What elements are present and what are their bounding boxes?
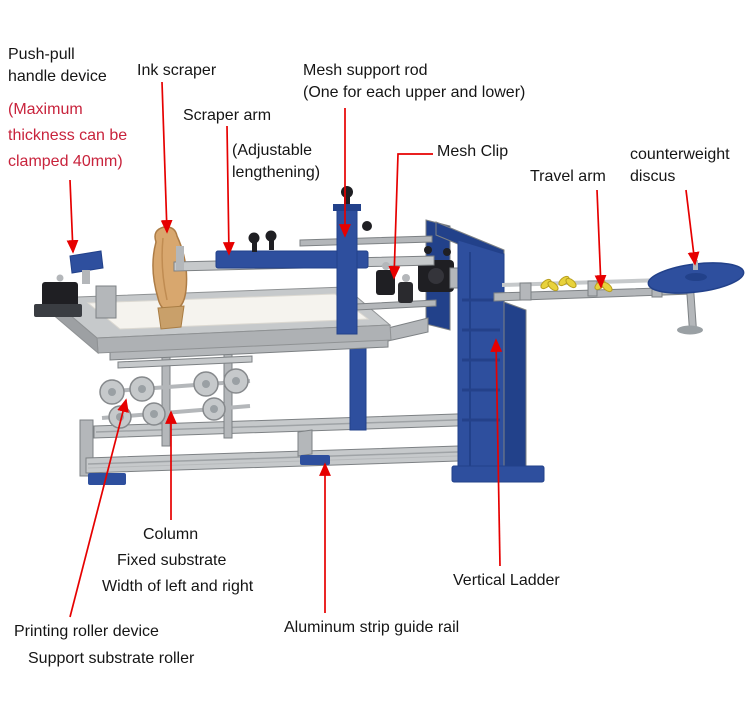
- part-center-support-column: [349, 345, 367, 431]
- label-vertical-ladder: Vertical Ladder: [453, 572, 560, 589]
- leader-printing-roller-device: [69, 398, 129, 618]
- label-mesh-support-rod-title: Mesh support rod: [303, 62, 428, 79]
- label-width-left-right: Width of left and right: [102, 578, 254, 595]
- leader-travel-arm: [594, 189, 607, 289]
- label-mesh-support-rod: Mesh support rod (One for each upper and…: [303, 60, 525, 104]
- part-mesh-support-rod: [299, 186, 437, 335]
- label-aluminum-strip-guide-rail: Aluminum strip guide rail: [284, 619, 460, 636]
- part-push-pull-handle-device: [34, 250, 117, 319]
- leader-mesh-clip: [388, 153, 433, 280]
- label-scraper-arm-note: (Adjustable lengthening): [232, 142, 321, 182]
- label-column: Column: [143, 526, 199, 543]
- leader-scraper-arm: [222, 125, 235, 256]
- label-ink-scraper: Ink scraper: [137, 62, 217, 79]
- label-printing-roller-device: Printing roller device: [14, 623, 159, 640]
- label-mesh-support-rod-note: (One for each upper and lower): [303, 84, 526, 102]
- leader-ink-scraper: [160, 81, 173, 234]
- label-support-substrate-roller: Support substrate roller: [28, 650, 195, 667]
- label-mesh-clip: Mesh Clip: [437, 143, 509, 160]
- leader-vertical-ladder: [490, 338, 503, 567]
- label-scraper-arm: Scraper arm: [183, 107, 272, 124]
- label-travel-arm: Travel arm: [530, 168, 606, 185]
- label-counterweight-discus: counterweight discus: [630, 146, 730, 186]
- label-push-pull-handle-device: Push-pull handle device: [8, 46, 107, 86]
- label-fixed-substrate: Fixed substrate: [117, 552, 227, 569]
- leader-counterweight-discus: [685, 189, 700, 266]
- part-worktable-tray: [48, 286, 429, 361]
- leader-push-pull-handle: [66, 179, 79, 254]
- leader-lines: [66, 81, 700, 618]
- label-max-thickness-note: (Maximum thickness can be clamped 40mm): [8, 101, 128, 170]
